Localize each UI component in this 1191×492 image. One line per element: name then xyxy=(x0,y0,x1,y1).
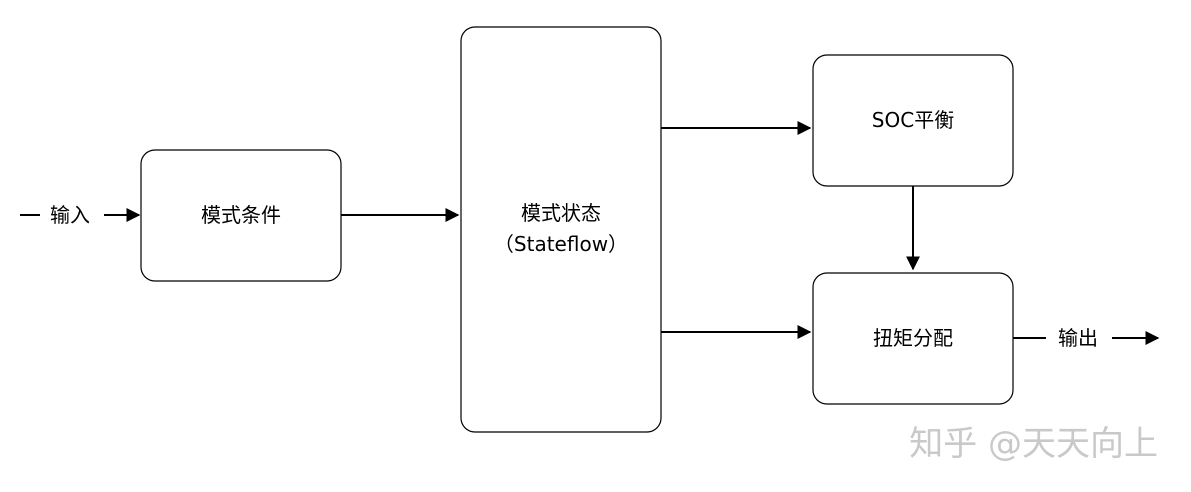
mode-condition-label: 模式条件 xyxy=(201,203,281,227)
output-label: 输出 xyxy=(1058,326,1098,350)
soc-balance-label: SOC平衡 xyxy=(872,108,954,132)
mode-state-label-line2: （Stateflow） xyxy=(494,232,628,256)
mode-state-node xyxy=(460,26,662,433)
mode-state-label-line1: 模式状态 xyxy=(521,201,601,225)
torque-distribution-label: 扭矩分配 xyxy=(873,326,953,350)
input-label: 输入 xyxy=(50,203,90,227)
watermark: 知乎 @天天向上 xyxy=(909,424,1158,464)
